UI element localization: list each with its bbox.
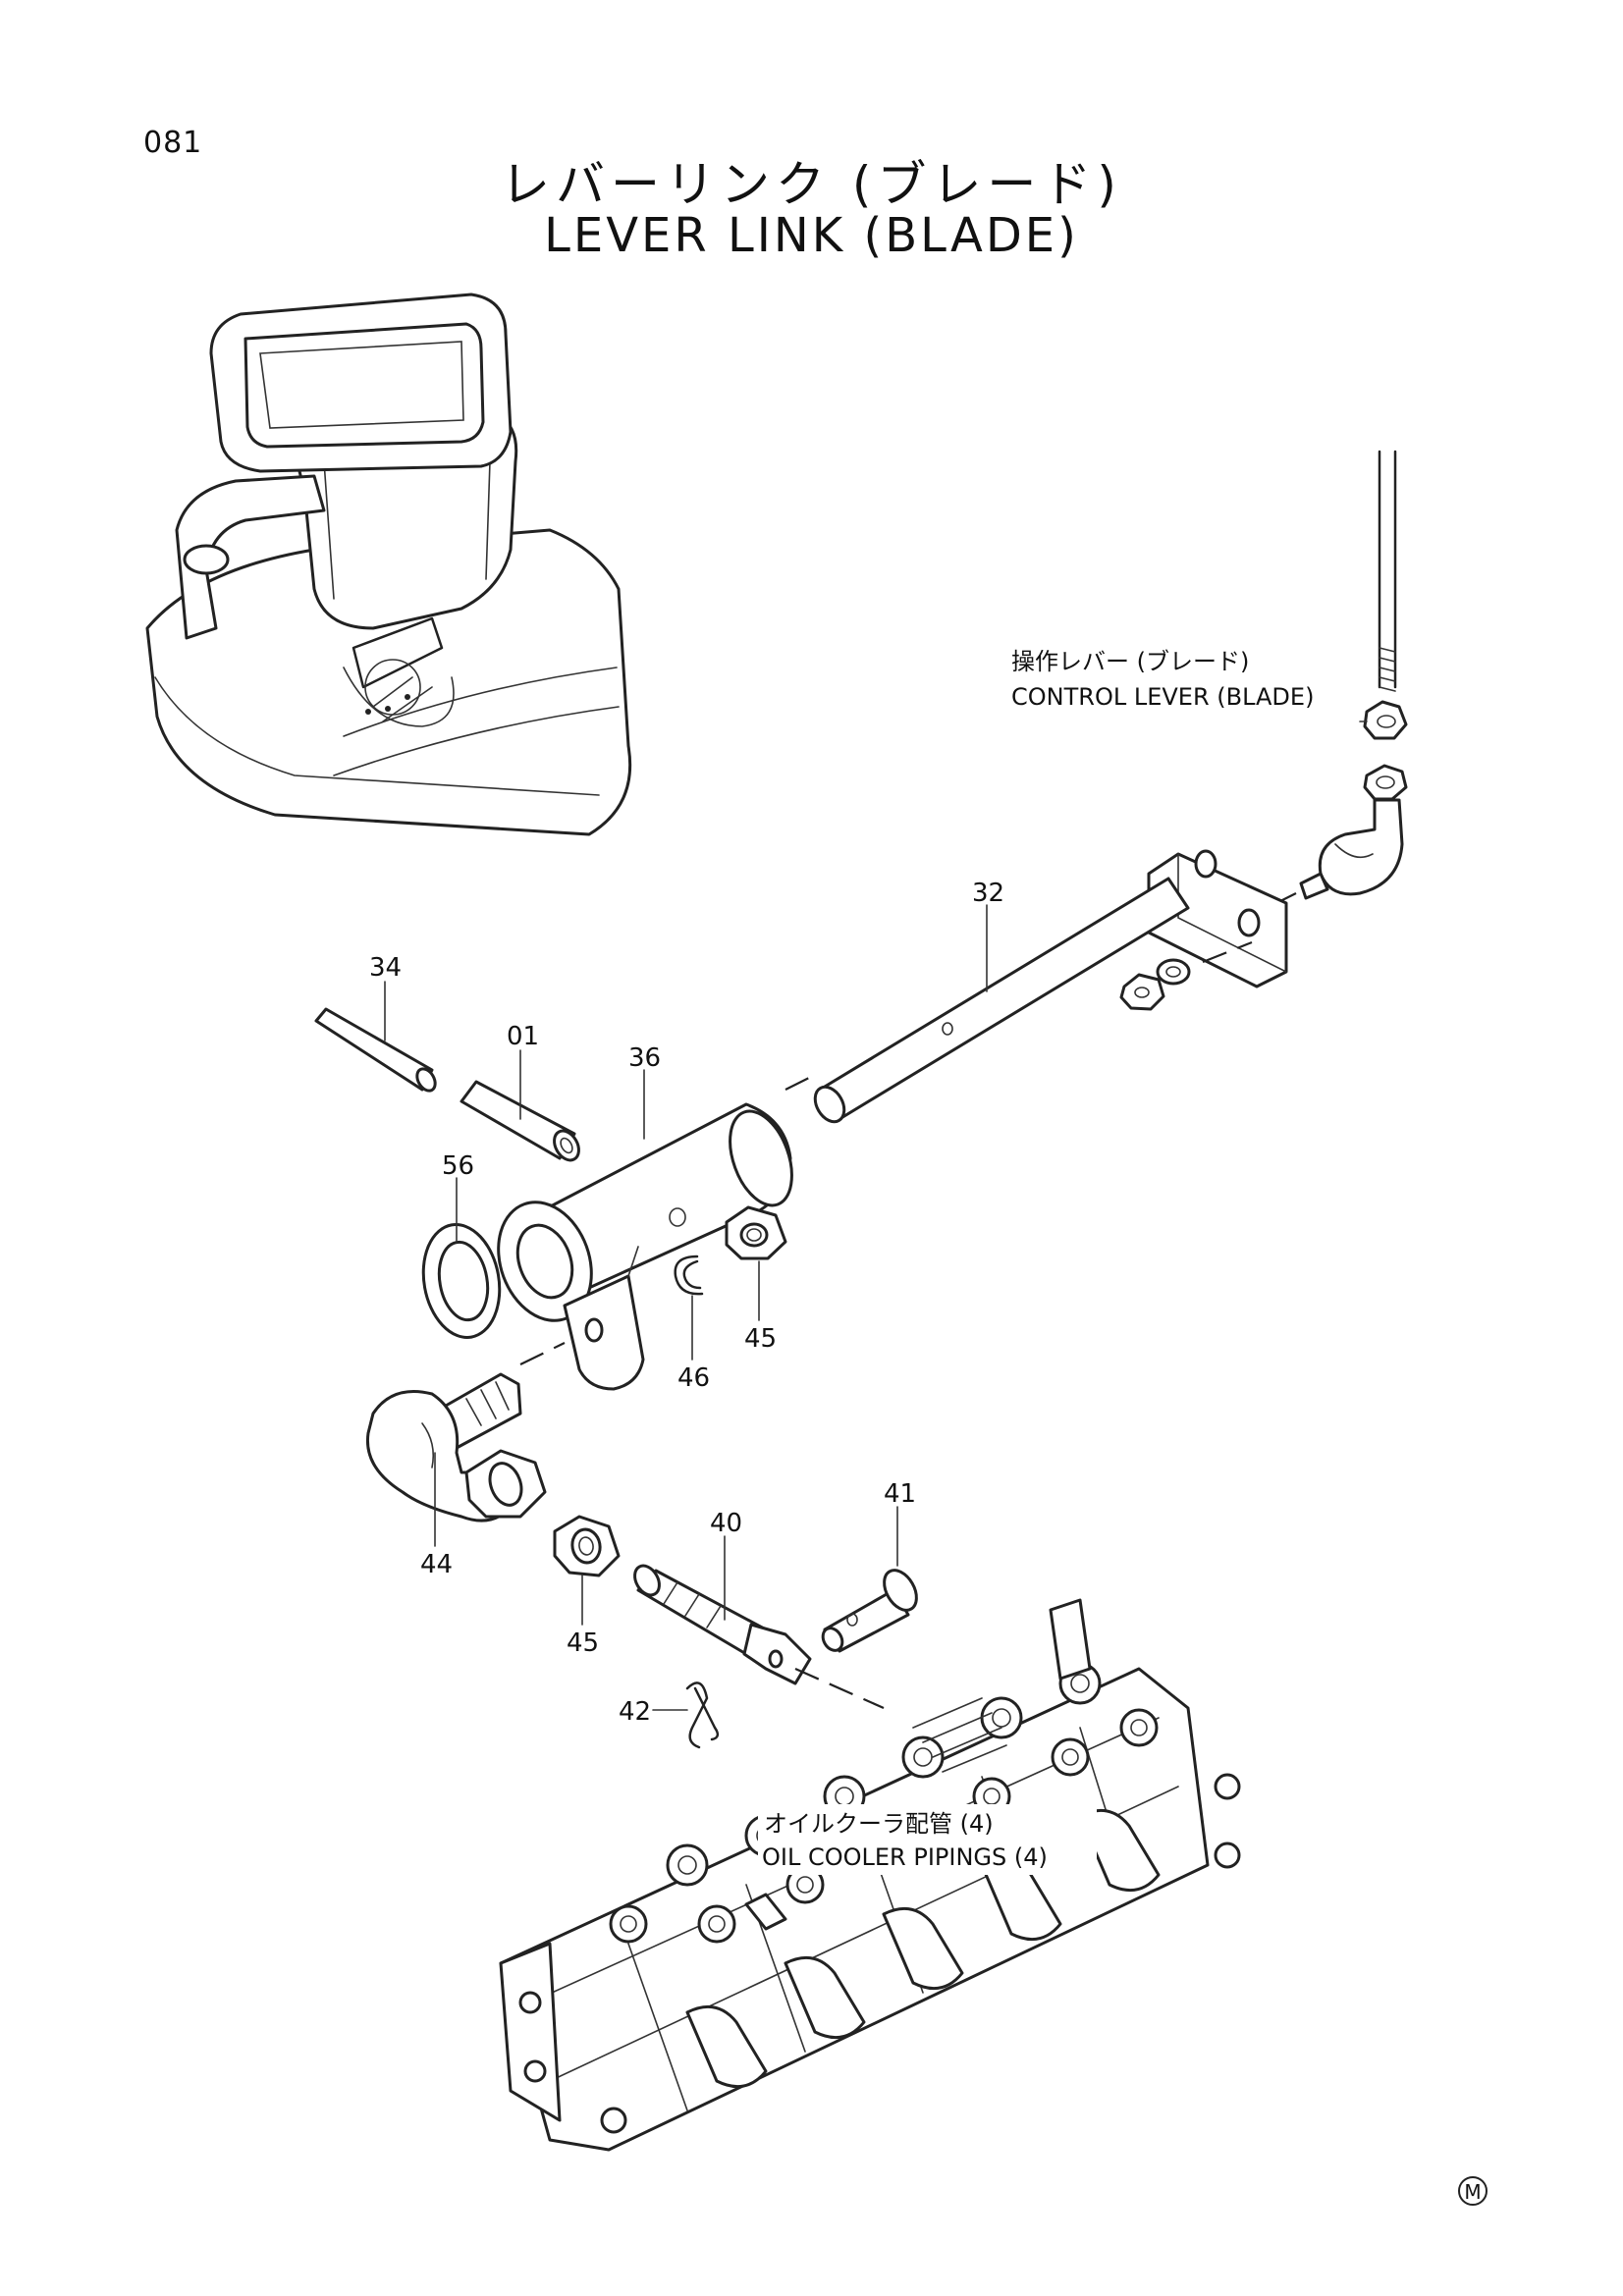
- part-label: 41: [884, 1479, 916, 1509]
- part-36-lever-housing: [497, 1102, 793, 1391]
- part-label: 56: [442, 1151, 474, 1181]
- part-46-snap-ring: [674, 1255, 704, 1296]
- centerline-clevis-valve: [794, 1667, 885, 1710]
- part-34-pin: [314, 1007, 437, 1093]
- centerline-housing-shaft: [784, 1074, 816, 1091]
- part-40-clevis-pin: [633, 1564, 812, 1685]
- oil-cooler-label-en: OIL COOLER PIPINGS (4): [762, 1843, 1048, 1871]
- control-lever-label-en: CONTROL LEVER (BLADE): [1011, 683, 1314, 711]
- part-label: 01: [507, 1022, 539, 1051]
- circled-m-mark: M: [1458, 2176, 1488, 2206]
- control-lever-assembly: [1299, 450, 1408, 900]
- part-44-ball-joint: [365, 1372, 547, 1522]
- centerline-shaft-bolt: [1202, 940, 1253, 964]
- part-56-washer: [421, 1223, 502, 1339]
- part-label: 44: [420, 1550, 453, 1579]
- centerline-lug: [519, 1342, 566, 1365]
- page-number: 081: [143, 126, 203, 160]
- leader-lines: [384, 721, 1368, 1711]
- part-01-sleeve: [460, 1080, 580, 1162]
- title-english: LEVER LINK (BLADE): [544, 208, 1079, 263]
- control-lever-label-jp: 操作レバー (ブレード): [1011, 648, 1249, 675]
- part-label: 46: [677, 1363, 710, 1393]
- part-label: 42: [619, 1697, 651, 1727]
- part-label: 34: [369, 953, 402, 983]
- part-label: 32: [972, 879, 1004, 908]
- part-45-nut-lower: [553, 1515, 621, 1577]
- mark-letter: M: [1464, 2180, 1481, 2204]
- oil-cooler-label-backdrop: [758, 1804, 1097, 1875]
- title-japanese: レバーリンク (ブレード): [501, 156, 1122, 213]
- operator-console-illustration: [145, 293, 632, 836]
- part-41-pin: [821, 1569, 918, 1653]
- part-32-shaft: [813, 849, 1288, 1124]
- part-label: 36: [628, 1043, 661, 1073]
- oil-cooler-label-jp: オイルクーラ配管 (4): [764, 1810, 994, 1838]
- part-42-r-pin: [685, 1682, 720, 1749]
- part-45-nut-upper: [725, 1205, 787, 1260]
- part-label: 45: [567, 1629, 599, 1658]
- part-label: 45: [744, 1324, 777, 1354]
- part-label: 40: [710, 1509, 742, 1538]
- control-valve-illustration: [499, 1598, 1241, 2152]
